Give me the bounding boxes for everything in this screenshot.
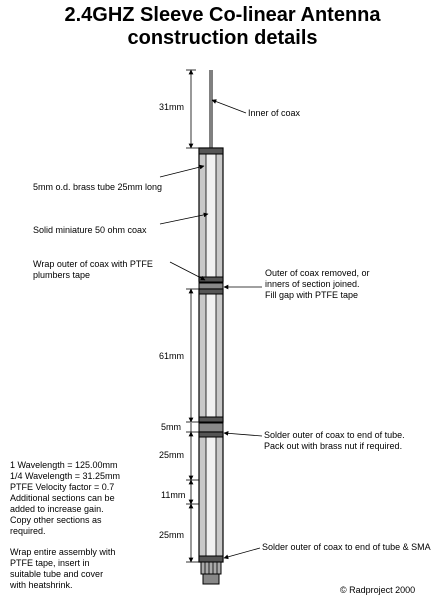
label-wrap-ptfe: Wrap outer of coax with PTFE plumbers ta… (33, 259, 153, 281)
copyright-text: © Radproject 2000 (340, 585, 416, 595)
note-wrap-3: suitable tube and cover (10, 569, 104, 579)
note-wrap-2: PTFE tape, insert in (10, 558, 90, 568)
note-additional-2: added to increase gain. (10, 504, 104, 514)
label-outer-removed-line1: Outer of coax removed, or (265, 268, 370, 278)
label-inner-coax: Inner of coax (248, 108, 301, 118)
tube-section-2 (198, 288, 224, 423)
diagram-title: 2.4GHZ Sleeve Co-linear Antenna construc… (0, 4, 445, 50)
label-solid-coax: Solid miniature 50 ohm coax (33, 225, 147, 235)
label-solder-outer-line1: Solder outer of coax to end of tube. (264, 430, 405, 440)
label-outer-removed: Outer of coax removed, or inners of sect… (265, 268, 370, 301)
dim-25mm-upper: 25mm (159, 450, 185, 460)
note-quarter-wavelength: 1/4 Wavelength = 31.25mm (10, 471, 120, 481)
tube-section-3 (198, 431, 224, 563)
label-solder-outer: Solder outer of coax to end of tube. Pac… (264, 430, 405, 452)
dimension-lines (186, 69, 199, 563)
label-outer-removed-line3: Fill gap with PTFE tape (265, 290, 359, 300)
dim-11mm: 11mm (161, 490, 186, 500)
note-additional-3: Copy other sections as (10, 515, 102, 525)
dim-31mm: 31mm (159, 102, 185, 112)
note-additional-1: Additional sections can be (10, 493, 115, 503)
dim-61mm: 61mm (159, 351, 185, 361)
dim-5mm: 5mm (161, 422, 181, 432)
label-solder-outer-line2: Pack out with brass nut if required. (264, 441, 403, 451)
title-line-2: construction details (127, 27, 318, 49)
label-wrap-ptfe-line1: Wrap outer of coax with PTFE (33, 259, 153, 269)
dim-25mm-lower: 25mm (159, 530, 185, 540)
note-velocity-factor: PTFE Velocity factor = 0.7 (10, 482, 115, 492)
label-wrap-ptfe-line2: plumbers tape (33, 270, 91, 280)
note-wrap-4: with heatshrink. (10, 580, 73, 590)
label-outer-removed-line2: inners of section joined. (265, 279, 360, 289)
label-solder-sma: Solder outer of coax to end of tube & SM… (262, 542, 431, 552)
sma-connector (200, 561, 222, 585)
note-wrap-1: Wrap entire assembly with (10, 547, 116, 557)
title-line-1: 2.4GHZ Sleeve Co-linear Antenna (64, 4, 381, 26)
note-additional-4: required. (10, 526, 46, 536)
leader-lines (159, 99, 263, 560)
note-wavelength: 1 Wavelength = 125.00mm (10, 460, 118, 470)
label-brass-tube: 5mm o.d. brass tube 25mm long (33, 182, 163, 192)
wavelength-notes: 1 Wavelength = 125.00mm 1/4 Wavelength =… (10, 460, 170, 591)
